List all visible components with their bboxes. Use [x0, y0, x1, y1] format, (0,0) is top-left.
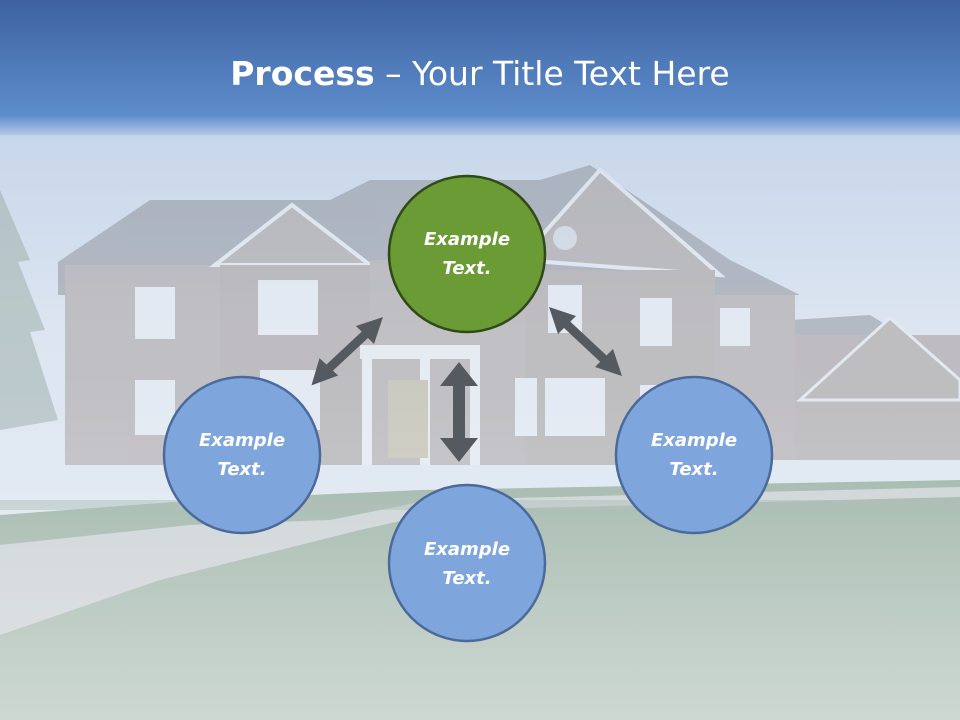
bottom-node-label: Example Text. [392, 535, 542, 593]
center-node-circle [387, 174, 547, 334]
right-node-line1: Example [650, 430, 738, 451]
slide-title: Process – Your Title Text Here [0, 52, 960, 96]
bottom-node-line1: Example [423, 539, 511, 560]
arrow-center-left [311, 317, 383, 386]
left-node-label: Example Text. [167, 426, 317, 484]
bottom-node-line2: Text. [442, 568, 492, 589]
right-node-line2: Text. [669, 459, 719, 480]
bottom-node-circle [387, 483, 547, 643]
center-node-line1: Example [423, 229, 511, 250]
right-node-label: Example Text. [619, 426, 769, 484]
title-bold: Process [230, 54, 375, 93]
left-node-line1: Example [198, 430, 286, 451]
arrow-center-right [549, 307, 622, 376]
right-node-circle [614, 375, 774, 535]
arrow-center-bottom [440, 362, 478, 462]
center-node-line2: Text. [442, 258, 492, 279]
title-dash: – [374, 54, 413, 93]
center-node-label: Example Text. [392, 225, 542, 283]
left-node-circle [162, 375, 322, 535]
title-rest: Your Title Text Here [412, 54, 730, 93]
left-node-line2: Text. [217, 459, 267, 480]
